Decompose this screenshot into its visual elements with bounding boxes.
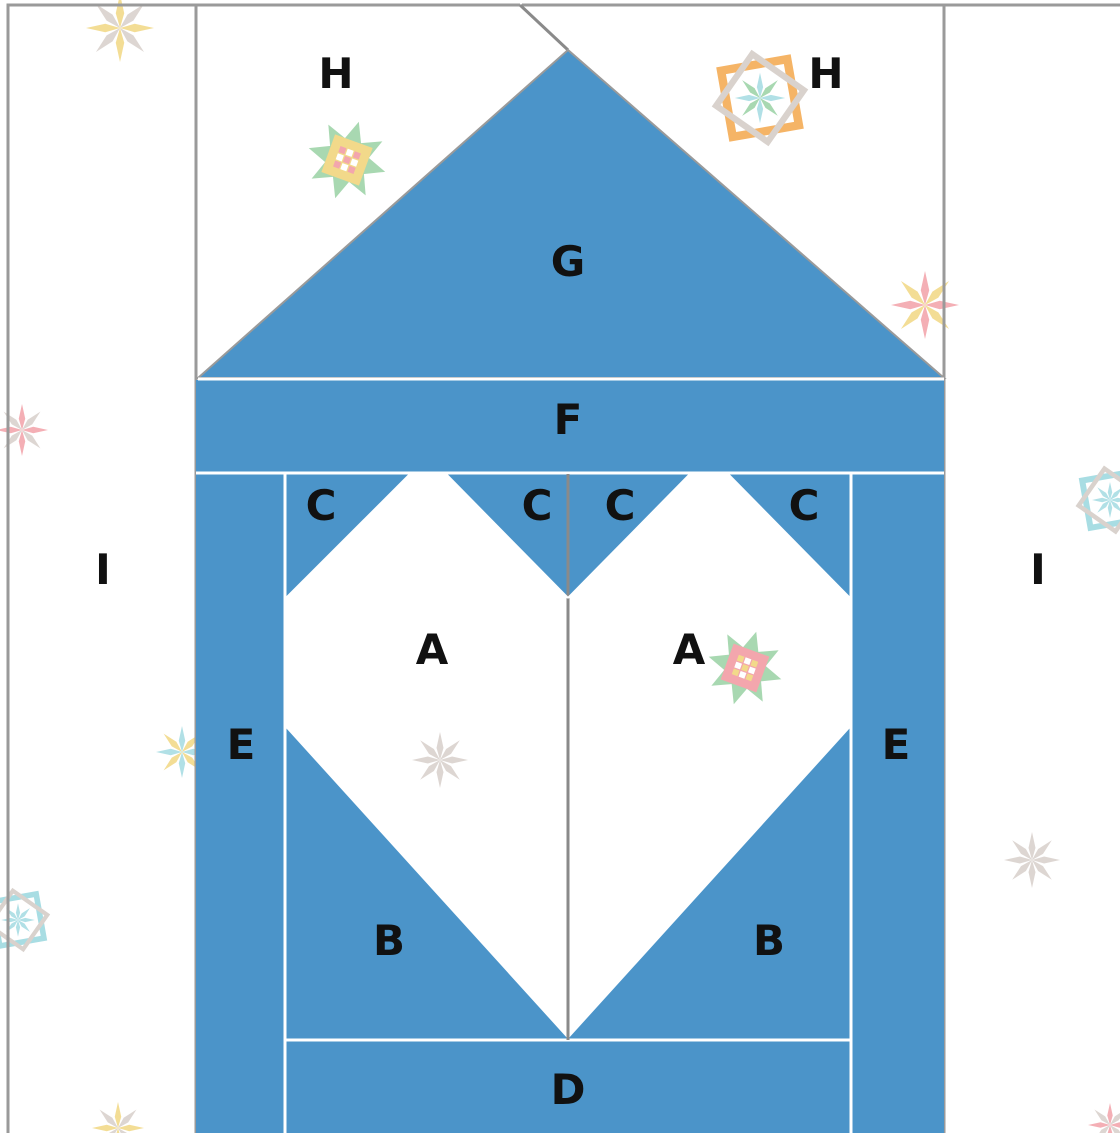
- star-motif: [412, 732, 468, 788]
- label-i-left: I: [95, 545, 111, 594]
- star-motif: [1004, 832, 1060, 888]
- label-f: F: [554, 395, 583, 444]
- label-h-left: H: [318, 49, 353, 98]
- label-a-right: A: [673, 625, 706, 674]
- label-h-right: H: [808, 49, 843, 98]
- label-c-4: C: [789, 481, 820, 530]
- label-d: D: [551, 1065, 586, 1114]
- label-c-1: C: [306, 481, 337, 530]
- label-a-left: A: [416, 625, 449, 674]
- label-b-right: B: [753, 916, 785, 965]
- label-b-left: B: [373, 916, 405, 965]
- side-piece-e-right: [852, 474, 944, 1133]
- label-c-2: C: [522, 481, 553, 530]
- star-center-icon: [735, 73, 785, 123]
- label-e-left: E: [227, 720, 256, 769]
- label-e-right: E: [882, 720, 911, 769]
- label-g: G: [551, 237, 585, 286]
- star-motif: [891, 271, 959, 339]
- side-piece-e-left: [196, 474, 284, 1133]
- label-c-3: C: [605, 481, 636, 530]
- star-center-icon: [1, 903, 35, 937]
- label-i-right: I: [1030, 545, 1046, 594]
